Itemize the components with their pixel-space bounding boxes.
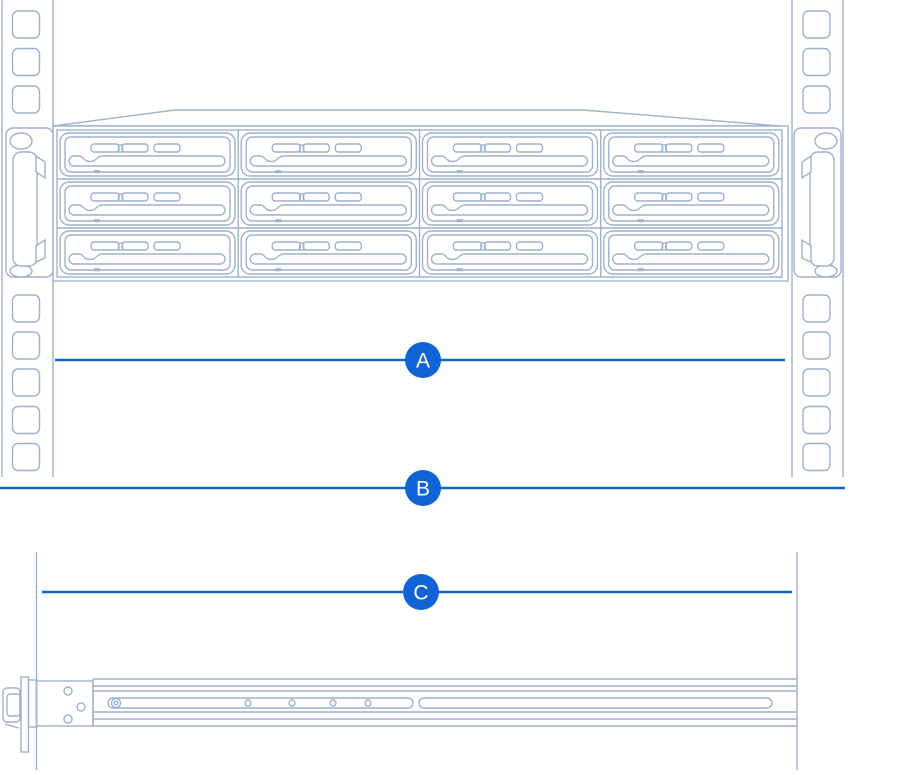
- rail-slot: [418, 697, 773, 709]
- rail-rivet: [364, 699, 372, 707]
- rail-rivet: [288, 699, 296, 707]
- latch-lip: [4, 723, 20, 729]
- latch-inner: [6, 693, 21, 717]
- bracket-screw-hole: [63, 686, 73, 696]
- rail-screw-center: [113, 700, 119, 706]
- rail-mounting-bracket: [35, 680, 94, 727]
- callout-label-c: C: [413, 582, 428, 605]
- left-mounting-ear: [5, 127, 54, 278]
- chassis-top-panel: [52, 109, 781, 127]
- callout-b: B: [0, 470, 845, 506]
- callout-label-b: B: [416, 478, 430, 501]
- callout-badge-b: [405, 470, 441, 506]
- rail-rivet: [329, 699, 337, 707]
- callout-label-a: A: [416, 350, 430, 373]
- slide-rail: [2, 676, 797, 753]
- rail-front-latch: [2, 687, 21, 729]
- right-rack-post: [791, 0, 844, 477]
- rail-flange: [27, 679, 38, 728]
- right-mounting-ear: [793, 127, 842, 278]
- latch-outer: [2, 687, 21, 723]
- bracket-screw-hole: [76, 702, 86, 712]
- rack-front-view: A B: [0, 0, 845, 506]
- rail-slot: [107, 697, 414, 709]
- callout-badge-a: [405, 342, 441, 378]
- rail-side-view: C: [2, 552, 798, 770]
- rail-slide-body: [92, 678, 797, 727]
- rail-screw: [110, 697, 122, 709]
- callout-c: C: [42, 574, 792, 610]
- bracket-screw-hole: [63, 714, 73, 724]
- callout-badge-c: [403, 574, 439, 610]
- nas-chassis: [5, 109, 842, 282]
- callout-a: A: [55, 342, 785, 378]
- rail-rivet: [244, 699, 252, 707]
- rail-flange: [20, 676, 30, 753]
- chassis-front-panel: [52, 125, 789, 282]
